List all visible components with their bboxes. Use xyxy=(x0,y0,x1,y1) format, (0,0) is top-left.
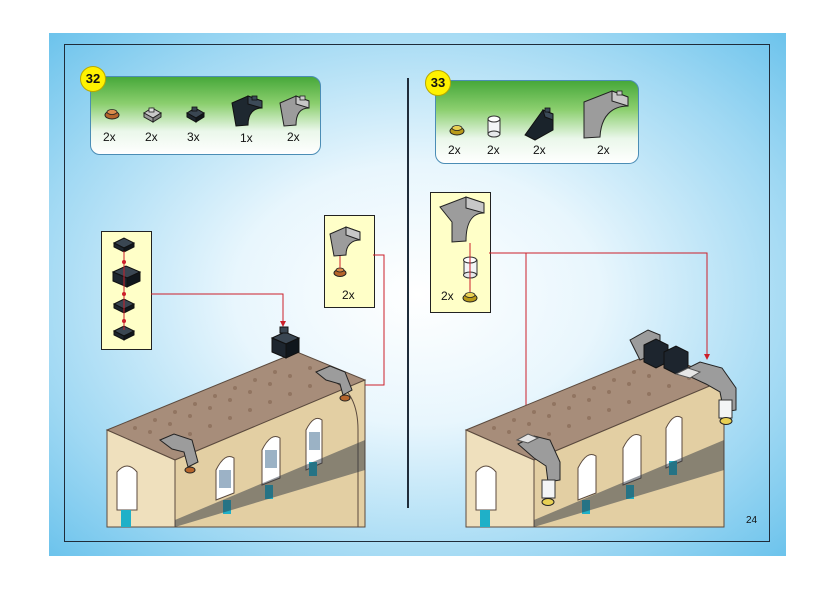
step-divider xyxy=(407,78,409,508)
step-number-33: 33 xyxy=(425,70,451,96)
arch-clear-front xyxy=(515,433,561,506)
callout-qty: 2x xyxy=(441,289,454,303)
grey-arch-front xyxy=(159,433,199,474)
round-plate-1x1-brown-icon xyxy=(104,109,120,120)
round-plate-1x1-brown-icon xyxy=(333,267,347,277)
arch-curved-grey-large-icon xyxy=(439,196,485,243)
tile-1x1-clip-grey-icon xyxy=(143,107,162,123)
black-clip-stack xyxy=(270,326,301,359)
arch-curved-grey-icon xyxy=(279,95,310,127)
part-qty: 2x xyxy=(448,143,461,157)
part-qty: 2x xyxy=(287,130,300,144)
black-slope-pair xyxy=(643,338,689,375)
part-qty: 2x xyxy=(145,130,158,144)
connector-line xyxy=(489,252,708,355)
callout-qty: 2x xyxy=(342,288,355,302)
round-plate-1x1-gold-icon xyxy=(449,125,465,136)
round-plate-1x1-gold-icon xyxy=(462,292,478,303)
slope-black-icon xyxy=(524,107,554,141)
connector-line xyxy=(151,293,284,322)
plate-1x1-black-icon xyxy=(112,237,136,253)
round-brick-1x1-clear-icon xyxy=(487,115,501,138)
arch-curved-grey-icon xyxy=(329,226,361,257)
part-qty: 2x xyxy=(487,143,500,157)
grey-arch-corner xyxy=(315,365,353,402)
connector-line xyxy=(363,254,385,386)
part-qty: 2x xyxy=(103,130,116,144)
building-model-step-32 xyxy=(105,326,367,528)
plate-1x1-clip-black-icon xyxy=(186,106,205,123)
page-number: 24 xyxy=(746,515,758,526)
part-qty: 1x xyxy=(240,131,253,145)
step-number-32: 32 xyxy=(80,66,106,92)
part-qty: 3x xyxy=(187,130,200,144)
arch-clear-corner xyxy=(674,361,737,425)
clip-brick-black-icon xyxy=(111,265,142,288)
arch-curved-grey-large-icon xyxy=(583,90,629,139)
part-qty: 2x xyxy=(533,143,546,157)
page-frame xyxy=(64,44,770,542)
part-qty: 2x xyxy=(597,143,610,157)
building-model-step-33 xyxy=(464,329,737,528)
arch-curved-black-icon xyxy=(231,95,263,127)
plate-1x1-black-icon xyxy=(112,325,136,341)
